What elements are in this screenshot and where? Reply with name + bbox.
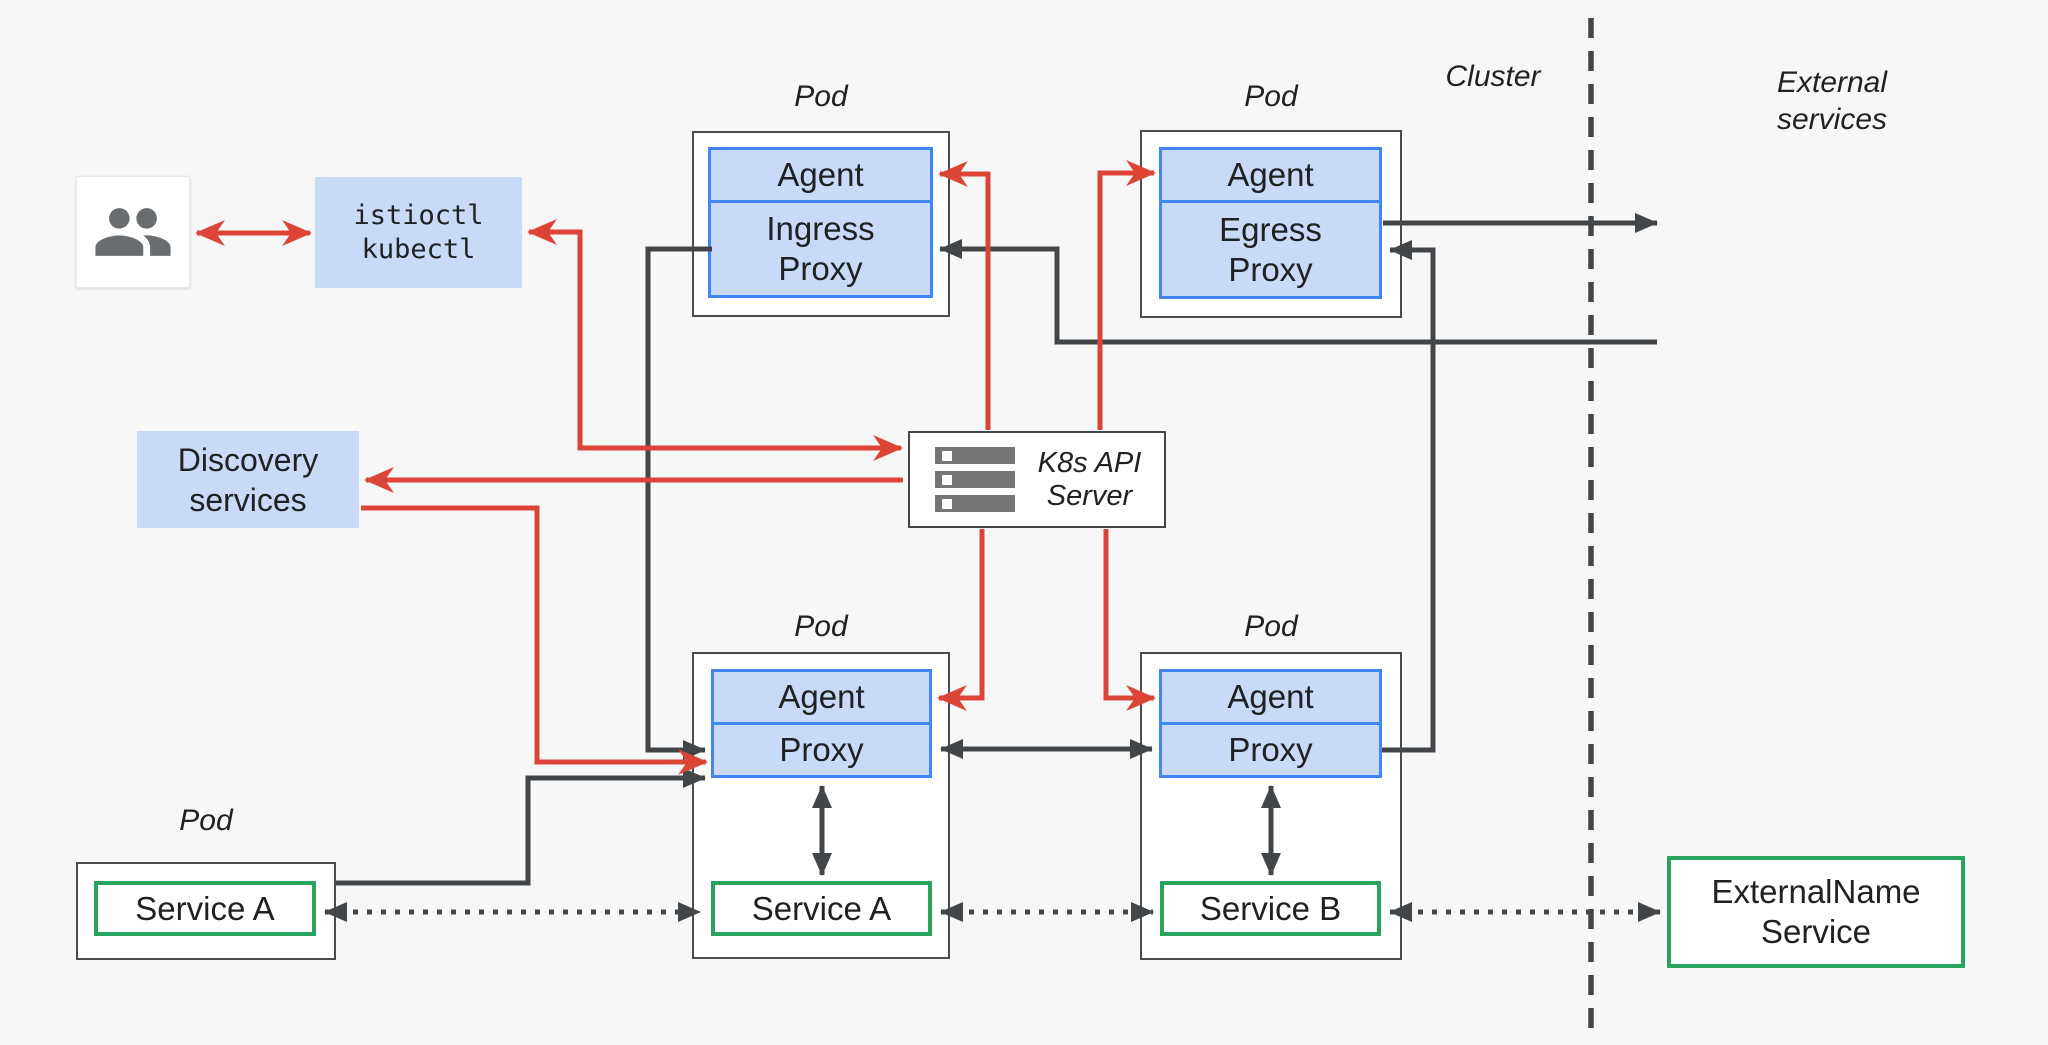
users-icon: [95, 208, 171, 256]
service-a-standalone-box: Service A: [94, 881, 316, 936]
service-a-sidecar-stack: Agent Proxy: [711, 669, 932, 778]
discovery-services-box: Discovery services: [137, 431, 359, 528]
server-stack-icon: [935, 447, 1015, 512]
discovery-line1: Discovery: [177, 441, 319, 478]
pod-service-a-mesh: Agent Proxy Service A: [692, 652, 950, 959]
egress-proxy-box: Egress Proxy: [1162, 203, 1379, 296]
egress-agent-label: Agent: [1227, 156, 1314, 193]
istioctl-line: istioctl: [353, 199, 484, 231]
k8s-api-server-label: K8s API Server: [1015, 447, 1164, 513]
externalname-line1: ExternalName: [1711, 873, 1921, 910]
ingress-proxy-line1: Ingress: [766, 210, 875, 247]
edge-discovery-to-service-a-proxy: [361, 505, 708, 775]
service-a-box: Service A: [711, 881, 932, 936]
istioctl-kubectl-box: istioctl kubectl: [315, 177, 522, 288]
ingress-sidecar-stack: Agent Ingress Proxy: [708, 147, 933, 298]
service-b-sidecar-stack: Agent Proxy: [1159, 669, 1382, 778]
pod-service-a: Service A: [76, 862, 336, 960]
externalname-service-box: ExternalName Service: [1667, 856, 1965, 968]
egress-proxy-line1: Egress: [1219, 210, 1322, 248]
service-a-proxy-label: Proxy: [779, 731, 864, 768]
external-services-line1: External: [1776, 66, 1888, 99]
users-card: [76, 176, 190, 288]
edge-service-a-pod-to-service-a-proxy: [336, 768, 706, 886]
service-b-proxy-box: Proxy: [1162, 725, 1379, 775]
ingress-agent-box: Agent: [711, 150, 930, 203]
service-b-proxy-label: Proxy: [1228, 731, 1313, 768]
ingress-proxy-line2: Proxy: [778, 250, 863, 287]
k8s-api-server-box: K8s API Server: [908, 431, 1166, 528]
service-a-label: Service A: [751, 889, 892, 927]
service-b-box: Service B: [1160, 881, 1381, 936]
discovery-line2: services: [189, 481, 307, 518]
k8s-line2: Server: [1046, 479, 1133, 512]
egress-sidecar-stack: Agent Egress Proxy: [1159, 147, 1382, 299]
server-bar: [935, 447, 1015, 464]
pod-label-egress: Pod: [1244, 80, 1298, 113]
service-b-label: Service B: [1199, 889, 1342, 927]
pod-egress: Agent Egress Proxy: [1140, 130, 1402, 318]
service-a-proxy-box: Proxy: [714, 725, 929, 775]
k8s-line1: K8s API: [1037, 446, 1142, 479]
external-services-label: External services: [1752, 64, 1912, 138]
service-a-agent-label: Agent: [778, 678, 865, 715]
externalname-line2: Service: [1760, 913, 1872, 950]
ingress-agent-label: Agent: [777, 156, 864, 193]
service-a-standalone-label: Service A: [135, 889, 275, 927]
egress-agent-box: Agent: [1162, 150, 1379, 203]
ingress-proxy-box: Ingress Proxy: [711, 203, 930, 295]
kubectl-line: kubectl: [361, 233, 476, 265]
egress-proxy-line2: Proxy: [1228, 250, 1313, 288]
external-services-line2: services: [1776, 103, 1888, 136]
server-bar: [935, 495, 1015, 512]
service-a-agent-box: Agent: [714, 672, 929, 725]
cluster-label: Cluster: [1445, 60, 1541, 93]
pod-service-b-mesh: Agent Proxy Service B: [1140, 652, 1402, 960]
pod-label-service-a: Pod: [179, 804, 233, 837]
pod-ingress: Agent Ingress Proxy: [692, 131, 950, 317]
pod-label-service-b-mesh: Pod: [1244, 610, 1298, 643]
service-b-agent-label: Agent: [1227, 678, 1314, 715]
service-b-agent-box: Agent: [1162, 672, 1379, 725]
server-bar: [935, 471, 1015, 488]
pod-label-service-a-mesh: Pod: [794, 610, 848, 643]
pod-label-ingress: Pod: [794, 80, 848, 113]
